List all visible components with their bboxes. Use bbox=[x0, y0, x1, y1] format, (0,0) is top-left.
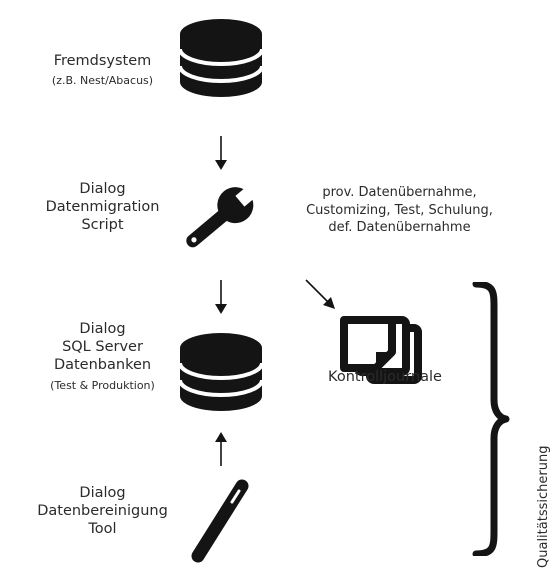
cleanup-line-3: Tool bbox=[88, 521, 117, 538]
note-line-3: def. Datenübernahme bbox=[328, 220, 471, 236]
wrench-icon bbox=[186, 186, 256, 248]
cleanup-tool-label: Dialog Datenbereinigung Tool bbox=[20, 484, 185, 538]
migration-script-label: Dialog Datenmigration Script bbox=[20, 180, 185, 234]
migration-line-3: Script bbox=[81, 217, 124, 234]
journals-label: Kontrolljournale bbox=[328, 369, 442, 385]
database-icon bbox=[178, 333, 264, 411]
sql-server-label: Dialog SQL Server Datenbanken (Test & Pr… bbox=[20, 320, 185, 394]
arrow-down-icon bbox=[215, 136, 227, 170]
note-line-2: Customizing, Test, Schulung, bbox=[306, 202, 493, 218]
database-icon bbox=[178, 19, 264, 97]
pen-icon bbox=[191, 479, 249, 563]
sql-line-1: Dialog bbox=[79, 321, 126, 337]
cleanup-line-1: Dialog bbox=[79, 485, 126, 501]
migration-line-2: Datenmigration bbox=[45, 199, 160, 216]
migration-note: prov. Datenübernahme, Customizing, Test,… bbox=[292, 184, 507, 237]
fremdsystem-subtitle: (z.B. Nest/Abacus) bbox=[51, 74, 154, 88]
sql-subtitle: (Test & Produktion) bbox=[50, 379, 155, 393]
fremdsystem-title: Fremdsystem bbox=[53, 53, 152, 69]
migration-line-1: Dialog bbox=[79, 181, 126, 197]
arrow-up-icon bbox=[215, 432, 227, 466]
sql-line-2: SQL Server bbox=[62, 339, 143, 356]
qa-label: Qualitätssicherung bbox=[536, 445, 551, 568]
sql-line-3: Datenbanken bbox=[53, 357, 152, 374]
arrow-down-icon bbox=[215, 280, 227, 314]
note-line-1: prov. Datenübernahme, bbox=[322, 185, 477, 200]
brace-icon bbox=[472, 282, 510, 556]
fremdsystem-label: Fremdsystem (z.B. Nest/Abacus) bbox=[20, 52, 185, 88]
arrow-diagonal-icon bbox=[305, 279, 335, 309]
documents-icon bbox=[340, 316, 422, 384]
cleanup-line-2: Datenbereinigung bbox=[37, 503, 168, 520]
